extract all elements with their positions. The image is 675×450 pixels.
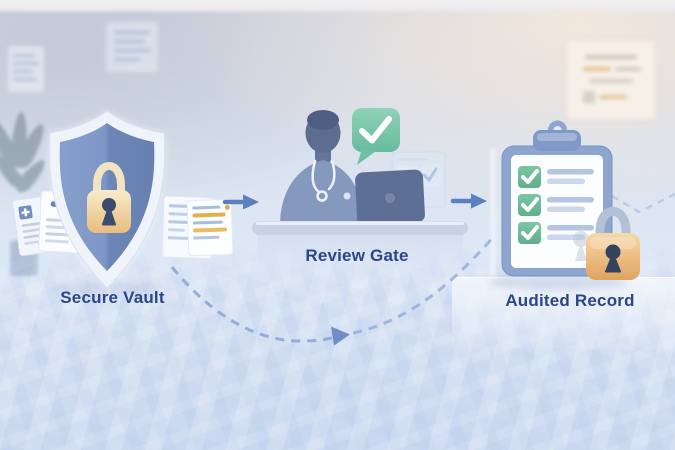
checklist-row (518, 194, 594, 216)
secure-vault-node (12, 110, 234, 295)
stethoscope-icon (311, 159, 321, 194)
wall-poster-decor (566, 40, 656, 120)
keyhole-watermark (573, 231, 589, 261)
audited-record-node (487, 120, 640, 290)
clipboard-clip-icon (533, 130, 581, 151)
clipboard-checklist-icon (501, 120, 613, 277)
secure-vault-label: Secure Vault (60, 288, 165, 307)
flow-arrow-1 (222, 194, 259, 210)
audited-record-label: Audited Record (505, 291, 635, 310)
checklist-row (518, 166, 594, 188)
clinician-silhouette-icon (280, 110, 363, 225)
wall-poster-decor (8, 46, 44, 92)
record-documents-icon (161, 195, 234, 260)
wall-poster-decor (106, 22, 158, 72)
checklist-row (518, 222, 594, 244)
review-gate-label: Review Gate (305, 246, 409, 265)
dashed-flow-path (170, 192, 675, 346)
shield-lock-icon (48, 110, 166, 289)
audit-lock-icon (586, 206, 640, 280)
dashed-arrowhead-icon (331, 326, 350, 346)
padlock-icon (87, 161, 131, 233)
wall-corner-highlight (488, 148, 498, 280)
flow-arrow-2 (450, 193, 487, 209)
desk-icon (252, 221, 468, 235)
review-gate-node (252, 108, 468, 235)
desk-front-shade (258, 235, 463, 269)
approval-bubble-icon (352, 108, 400, 165)
